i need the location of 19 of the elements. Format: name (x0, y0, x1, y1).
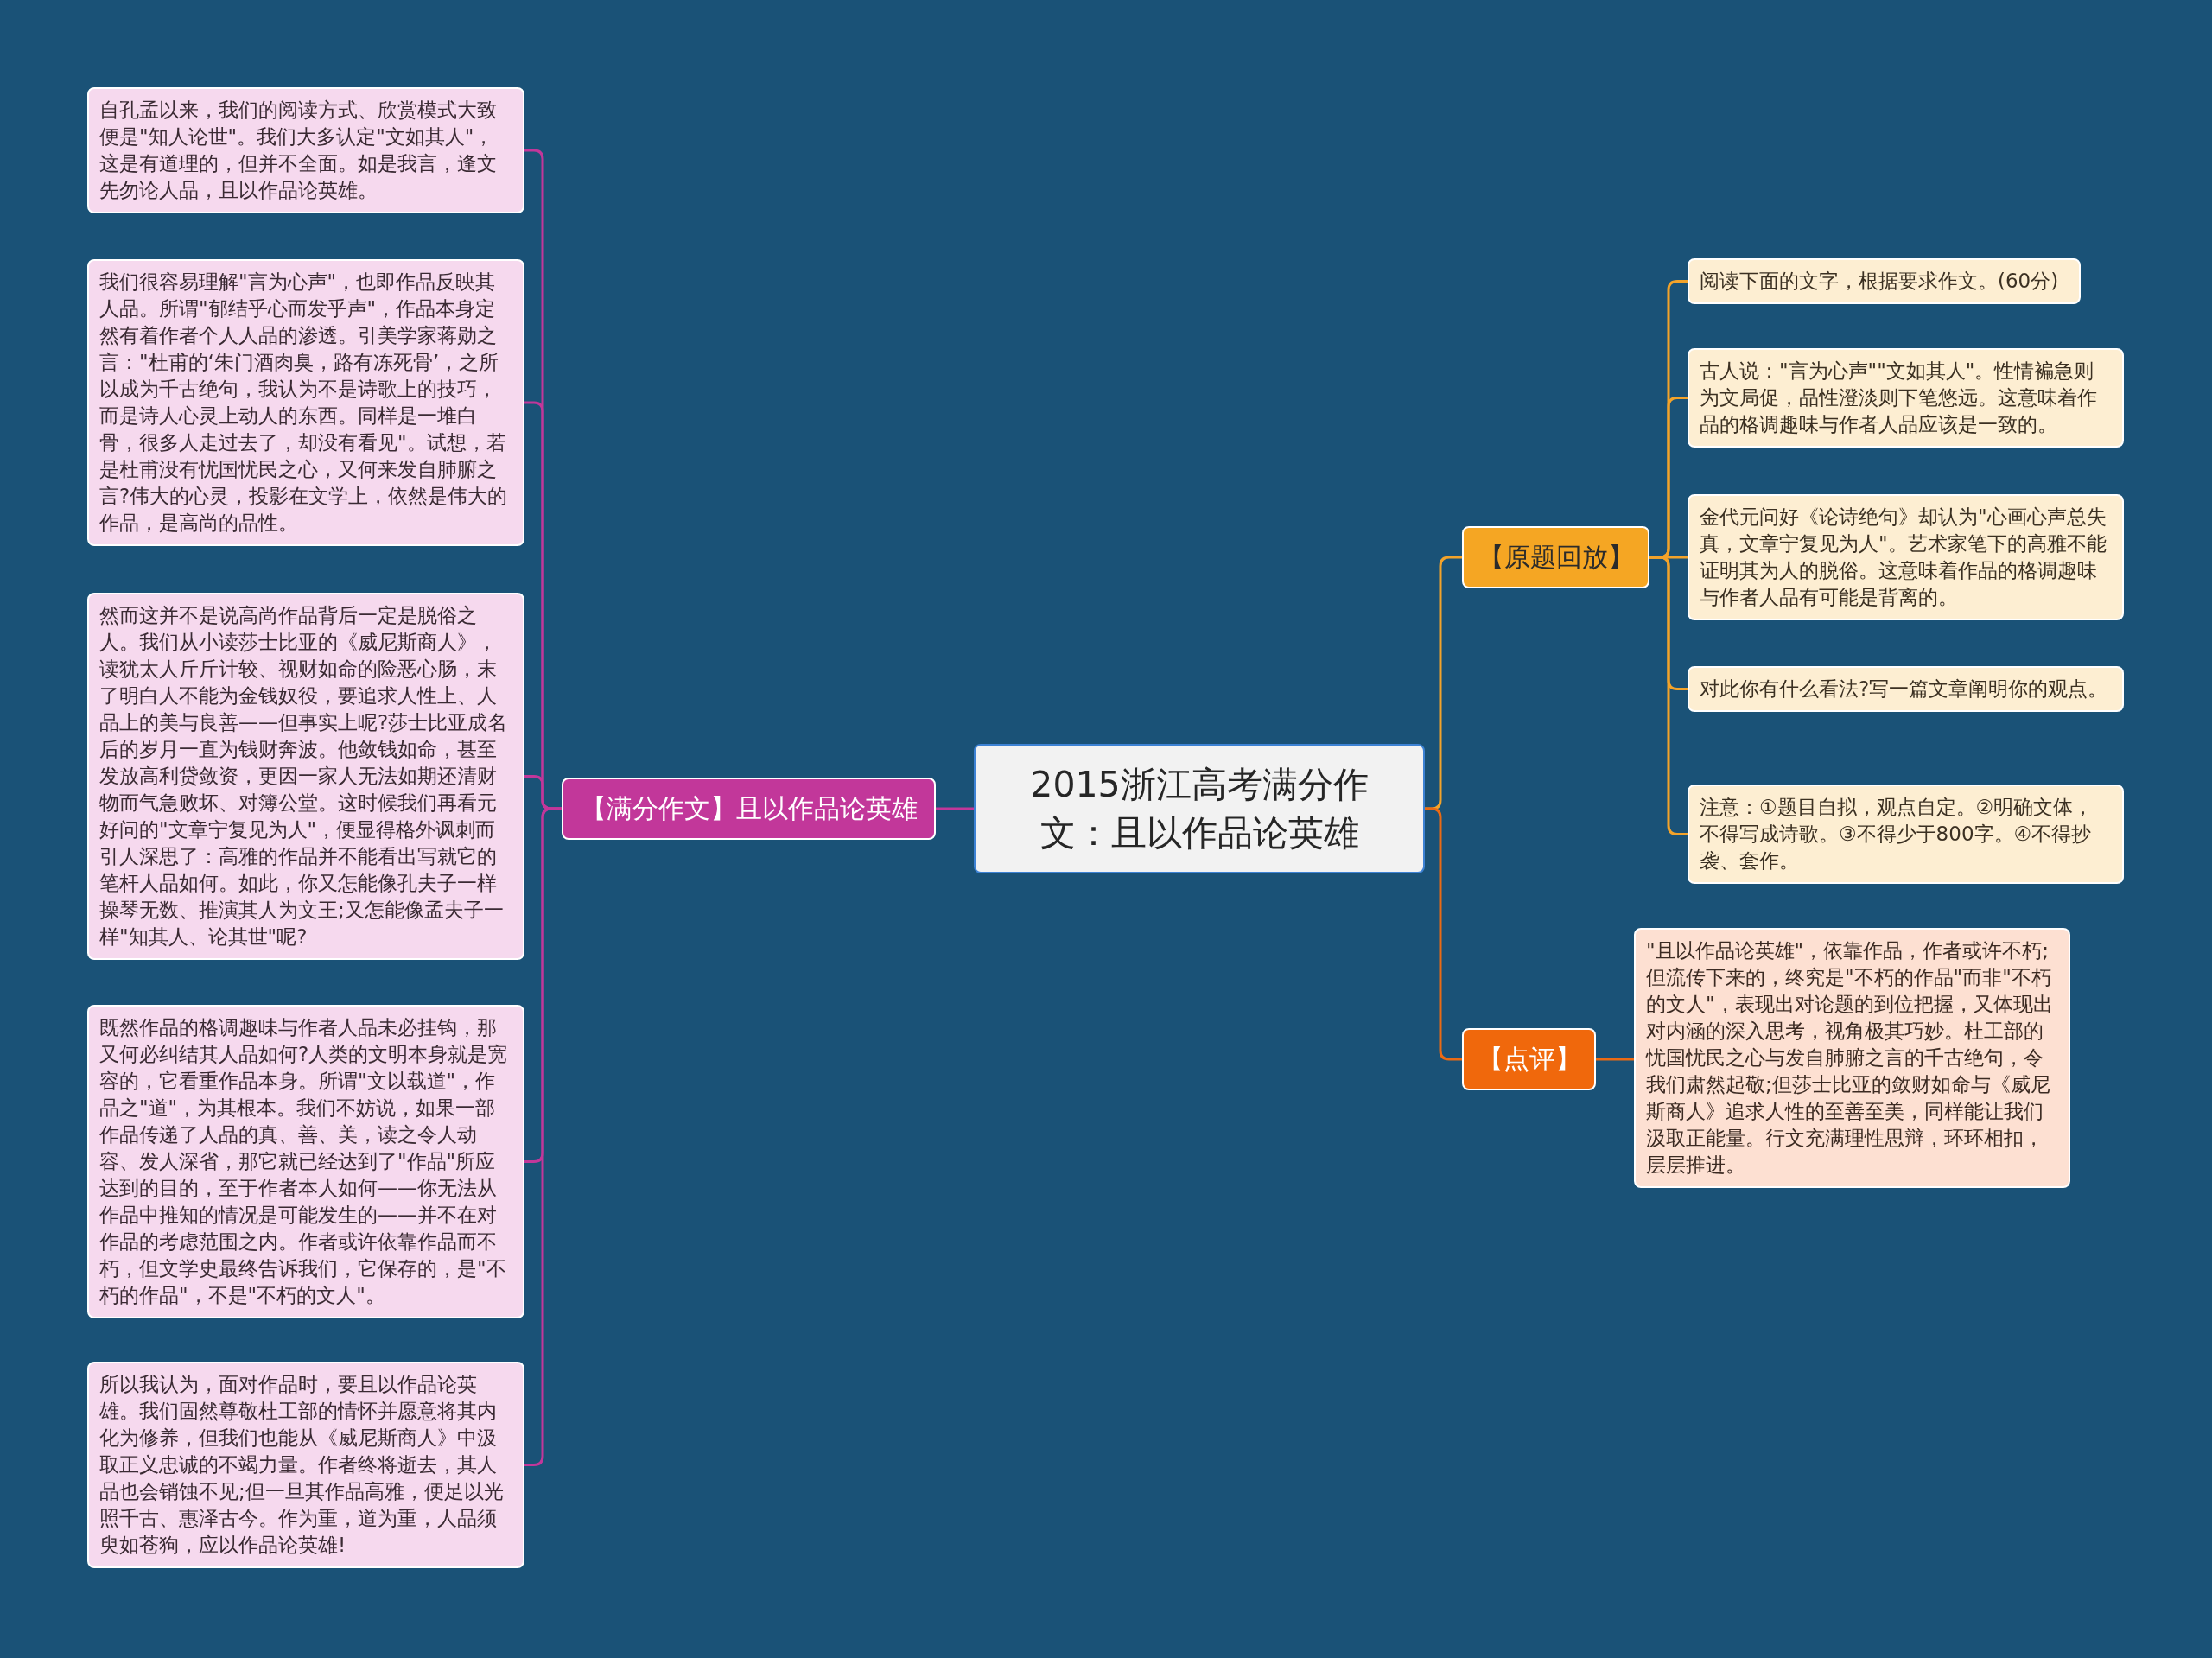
note-card: "且以作品论英雄"，依靠作品，作者或许不朽;但流传下来的，终究是"不朽的作品"而非"不朽的文人"，表现出对论题的到位把握，又体现出对内涵的深入思考，视角极其巧妙。杜工部的忧国忧民之心与发自肺腑之言的千古绝句，令我们肃然起敬;但莎士比亚的敛财如命与《威尼斯商人》追求人性的至善至美，同样能让我们汲取正能量。行文充满理性思辩，环环相扣，层层推进。 (1634, 928, 2070, 1188)
note-card: 阅读下面的文字，根据要求作文。(60分) (1688, 258, 2081, 304)
connector-line (1596, 1058, 1634, 1061)
connector-line (936, 807, 974, 810)
note-card: 自孔孟以来，我们的阅读方式、欣赏模式大致便是"知人论世"。我们大多认定"文如其人"，这是有道理的，但并不全面。如是我言，逢文先勿论人品，且以作品论英雄。 (87, 87, 524, 213)
branch-topic-box: 【原题回放】 (1462, 526, 1649, 588)
branch-topic-box: 【满分作文】且以作品论英雄 (562, 778, 936, 840)
note-card: 我们很容易理解"言为心声"，也即作品反映其人品。所谓"郁结乎心而发乎声"，作品本身定然有着作者个人人品的渗透。引美学家蒋勋之言："杜甫的‘朱门酒肉臭，路有冻死骨’，之所以成为千古绝句，我认为不是诗歌上的技巧，而是诗人心灵上动人的东西。同样是一堆白骨，很多人走过去了，却没有看见"。试想，若是杜甫没有忧国忧民之心，又何来发自肺腑之言?伟大的心灵，投影在文学上，依然是伟大的作品，是高尚的品性。 (87, 259, 524, 546)
note-card: 然而这并不是说高尚作品背后一定是脱俗之人。我们从小读莎士比亚的《威尼斯商人》，读犹太人斤斤计较、视财如命的险恶心肠，末了明白人不能为金钱奴役，要追求人性上、人品上的美与良善——但事实上呢?莎士比亚成名后的岁月一直为钱财奔波。他敛钱如命，甚至发放高利贷敛资，更因一家人无法如期还清财物而气急败坏、对簿公堂。这时候我们再看元好问的"文章宁复见为人"，便显得格外讽刺而引人深思了：高雅的作品并不能看出写就它的笔杆人品如何。如此，你又怎能像孔夫子一样操琴无数、推演其人为文王;又怎能像孟夫子一样"知其人、论其世"呢? (87, 593, 524, 960)
note-card: 金代元问好《论诗绝句》却认为"心画心声总失真，文章宁复见为人"。艺术家笔下的高雅不能证明其为人的脱俗。这意味着作品的格调趣味与作者人品有可能是背离的。 (1688, 494, 2124, 620)
note-card: 注意：①题目自拟，观点自定。②明确文体，不得写成诗歌。③不得少于800字。④不得抄袭、套作。 (1688, 785, 2124, 884)
central-topic-box: 2015浙江高考满分作文：且以作品论英雄 (974, 744, 1425, 873)
connector-line (1649, 556, 1688, 835)
connector-line (1425, 807, 1462, 1061)
note-card: 古人说："言为心声""文如其人"。性情褊急则为文局促，品性澄淡则下笔悠远。这意味着作品的格调趣味与作者人品应该是一致的。 (1688, 348, 2124, 448)
note-card: 所以我认为，面对作品时，要且以作品论英雄。我们固然尊敬杜工部的情怀并愿意将其内化为修养，但我们也能从《威尼斯商人》中汲取正义忠诚的不竭力量。作者终将逝去，其人品也会销蚀不见;但一旦其作品高雅，便足以光照千古、惠泽古今。作为重，道为重，人品须臾如苍狗，应以作品论英雄! (87, 1362, 524, 1568)
note-card: 既然作品的格调趣味与作者人品未必挂钩，那又何必纠结其人品如何?人类的文明本身就是宽容的，它看重作品本身。所谓"文以载道"，作品之"道"，为其根本。我们不妨说，如果一部作品传递了人品的真、善、美，读之令人动容、发人深省，那它就已经达到了"作品"所应达到的目的，至于作者本人如何——你无法从作品中推知的情况是可能发生的——并不在对作品的考虑范围之内。作者或许依靠作品而不朽，但文学史最终告诉我们，它保存的，是"不朽的作品"，不是"不朽的文人"。 (87, 1005, 524, 1318)
note-card: 对此你有什么看法?写一篇文章阐明你的观点。 (1688, 666, 2124, 712)
branch-topic-box: 【点评】 (1462, 1028, 1596, 1090)
